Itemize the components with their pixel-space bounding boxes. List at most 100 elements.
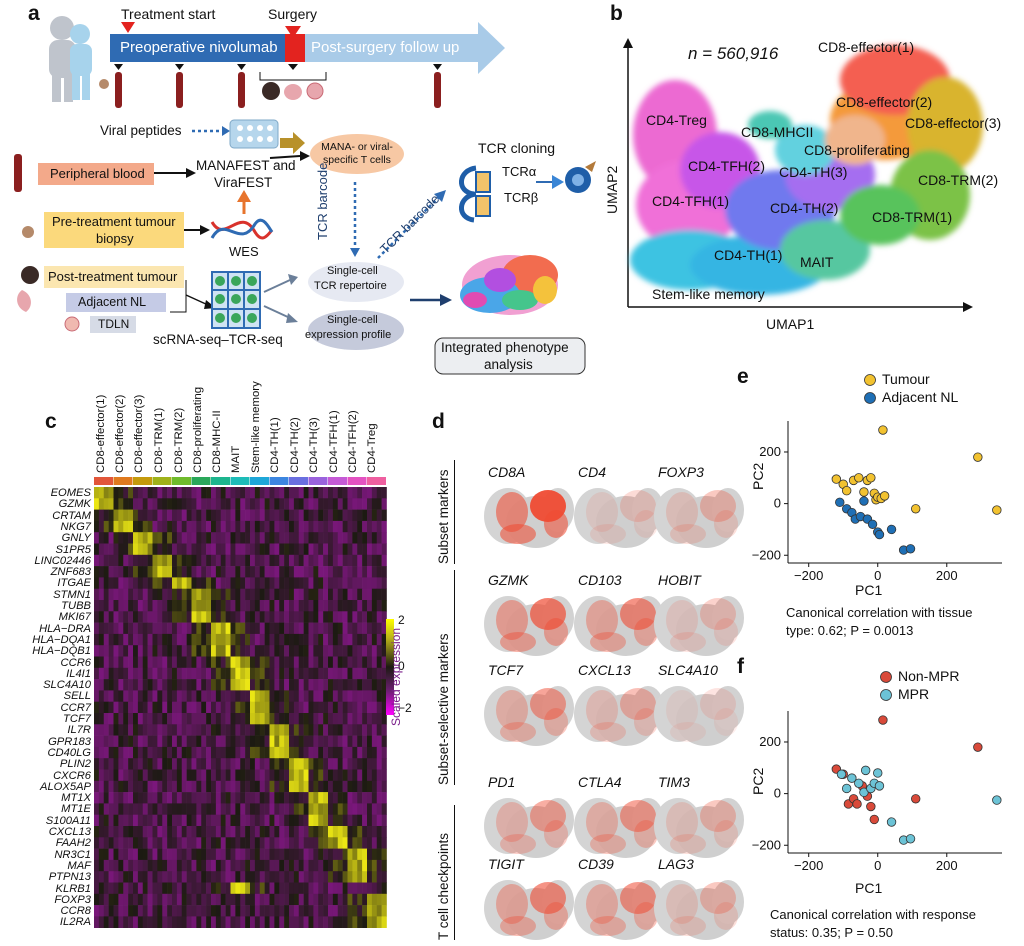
heatmap-cell [176,724,183,736]
heatmap-cell [308,724,314,736]
heatmap-cell [240,871,246,883]
peripheral-blood-label: Peripheral blood [50,166,145,181]
heatmap-cell [113,769,119,782]
heatmap-cell [264,554,270,567]
heatmap-cell [176,746,183,759]
heatmap-cell [225,916,231,928]
heatmap-cell [220,588,226,601]
heatmap-cell [357,859,363,872]
heatmap-cell [98,780,105,793]
heatmap-cell [220,509,226,522]
heatmap-cell [142,509,148,522]
heatmap-cell [94,893,100,906]
heatmap-cell [201,746,207,759]
heatmap-cell [250,859,256,872]
heatmap-cell [94,803,100,815]
heatmap-cell [176,600,183,612]
heatmap-cell [162,600,168,612]
heatmap-cell [133,859,139,872]
heatmap-cell [381,600,387,612]
heatmap-cell [94,611,100,623]
heatmap-cell [191,848,197,861]
heatmap-cell [118,667,124,680]
scrna-label: scRNA-seq–TCR-seq [153,332,283,347]
heatmap-cell [162,690,168,702]
heatmap-cell [323,814,329,827]
heatmap-cell [94,577,100,589]
cluster-label-cd4-th-3: CD4-TH(3) [779,164,848,180]
heatmap-cell [211,588,217,601]
heatmap-cell [289,803,295,815]
heatmap-cell [328,498,334,510]
heatmap-cell [118,746,124,759]
heatmap-cell [206,780,212,793]
heatmap-cell [254,611,261,623]
heatmap-cell [157,622,163,635]
scatter-point [911,794,921,804]
heatmap-cell [323,645,329,657]
heatmap-cell [235,600,241,612]
heatmap-cell [98,735,105,748]
heatmap-cell [245,554,251,567]
heatmap-cell [298,871,304,883]
heatmap-cell [318,848,324,861]
heatmap-cell [332,532,339,544]
heatmap-cell [157,814,163,827]
heatmap-cell [254,577,261,589]
heatmap-cell [235,611,241,623]
heatmap-cell [269,848,275,861]
heatmap-cell [274,600,280,612]
integrated-line2: analysis [484,357,533,372]
heatmap-cell [323,566,329,578]
heatmap-cell [167,487,173,499]
heatmap-cell [220,566,226,578]
heatmap-cell [264,713,270,725]
heatmap-cell [303,735,309,748]
heatmap-cell [298,588,304,601]
heatmap-cell [259,837,265,849]
heatmap-cell [162,498,168,510]
heatmap-cell [118,633,124,646]
heatmap-cell [362,746,368,759]
heatmap-cell [206,520,212,533]
heatmap-cell [176,758,183,770]
heatmap-cell [245,690,251,702]
heatmap-cell [152,622,158,635]
heatmap-cell [342,780,348,793]
heatmap-cell [381,871,387,883]
heatmap-cell [196,622,202,635]
heatmap-cell [181,566,187,578]
post-treatment-label: Post-treatment tumour [48,269,178,284]
heatmap-cell [332,667,339,680]
heatmap-cell [98,498,105,510]
heatmap-cell [279,792,285,804]
heatmap-cell [371,690,378,702]
heatmap-cell [323,622,329,635]
heatmap-cell [206,859,212,872]
panel-label-b: b [610,2,623,25]
heatmap-cell [220,554,226,567]
heatmap-cell [240,746,246,759]
heatmap-cell [113,701,119,714]
heatmap-cell [293,871,300,883]
heatmap-gene-label: CCR7 [60,701,91,714]
heatmap-cell [245,520,251,533]
heatmap-cell [113,690,119,702]
heatmap-cell [323,611,329,623]
heatmap-cell [269,746,275,759]
panel-a: Treatment start Surgery Preoperative niv… [0,0,600,400]
heatmap-cell [181,848,187,861]
heatmap-cell [211,780,217,793]
pretreatment-line2: biopsy [96,231,134,246]
heatmap-cell [98,758,105,770]
heatmap-cell [347,679,353,691]
heatmap-cell [293,611,300,623]
heatmap-cell [201,701,207,714]
heatmap-cell [176,803,183,815]
heatmap-cell [298,848,304,861]
heatmap-cell [347,611,353,623]
heatmap-cell [347,509,353,522]
legend-tumour: Tumour [882,371,930,387]
heatmap-cell [357,882,363,895]
